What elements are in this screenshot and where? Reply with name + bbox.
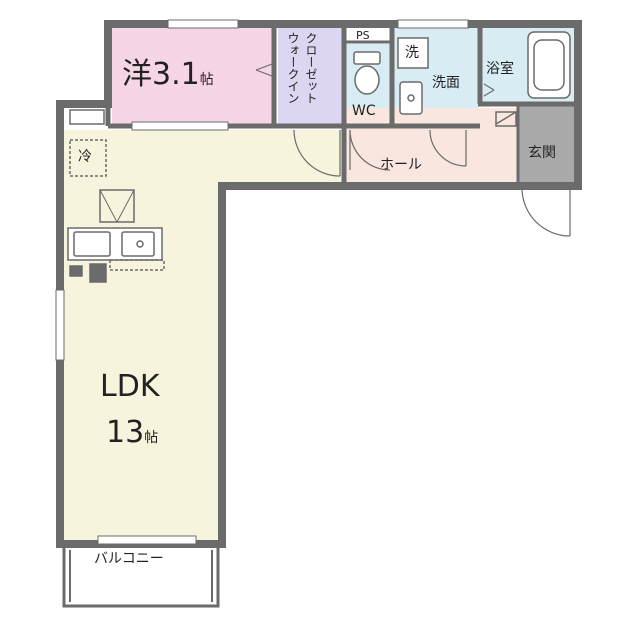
washroom-label: 洗面 [432, 75, 460, 91]
windows [55, 19, 469, 545]
washer-label: 洗 [405, 45, 419, 61]
ldk-size: 13 [106, 415, 145, 450]
wc-label: WC [352, 103, 376, 119]
doors [255, 63, 571, 237]
entrance-floor [518, 106, 574, 182]
bath-label: 浴室 [486, 61, 514, 77]
ldk-unit: 帖 [144, 430, 159, 446]
fridge-icon [69, 139, 107, 177]
hall-floor [346, 108, 518, 182]
western-room-floor [112, 28, 274, 124]
western-room-name: 洋3.1 [122, 57, 200, 92]
entrance-label: 玄関 [528, 145, 556, 161]
hall-label: ホール [380, 157, 422, 173]
balcony-label: バルコニー [94, 551, 164, 567]
washer-icon [397, 37, 429, 69]
balcony-floor [70, 544, 218, 604]
toilet-icon [353, 51, 381, 65]
western-room-label: 洋3.1帖 [122, 60, 214, 90]
closet-label-line2: クローゼット [304, 32, 318, 104]
ldk-label: LDK [100, 372, 160, 402]
western-room-unit: 帖 [199, 72, 214, 88]
ps-label: PS [356, 29, 370, 42]
fixtures [67, 31, 571, 283]
ldk-name: LDK [100, 369, 160, 404]
fridge-label: 冷 [78, 149, 92, 165]
closet-label-2: クローゼット [304, 32, 318, 104]
closet-label: ウォークイン [286, 32, 300, 104]
closet-label-line1: ウォークイン [286, 32, 300, 104]
closet-floor [278, 28, 342, 124]
ldk-floor [64, 130, 346, 540]
ldk-size-label: 13帖 [106, 418, 158, 448]
